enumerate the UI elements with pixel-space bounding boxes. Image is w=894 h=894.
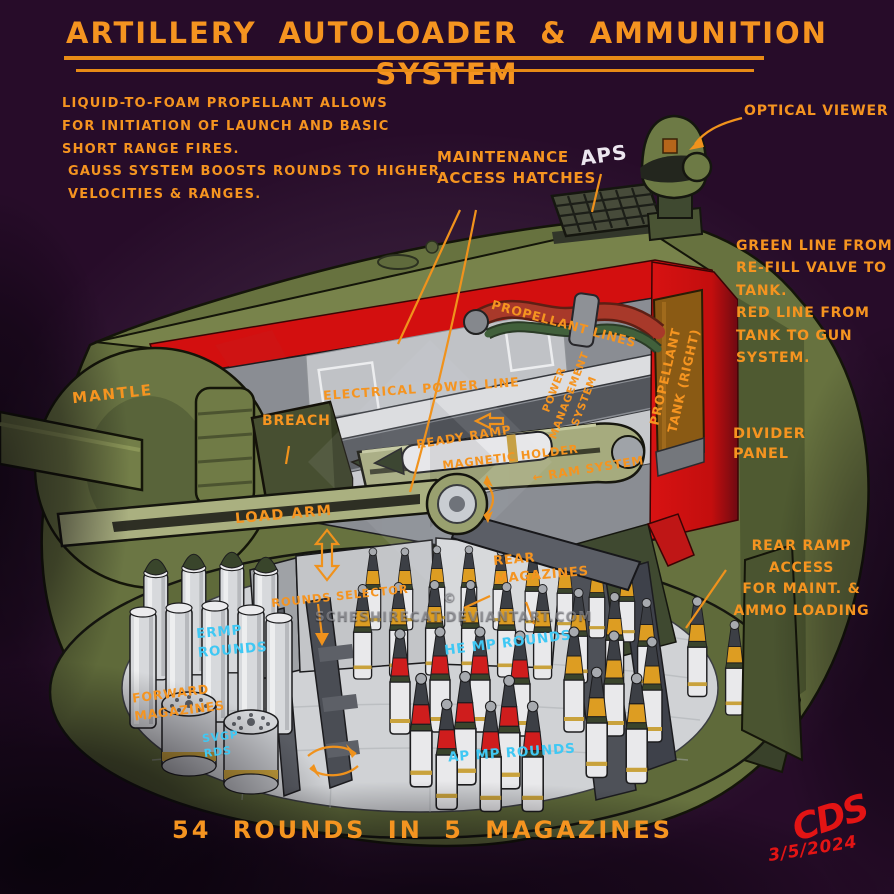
breach-pointer bbox=[284, 445, 291, 465]
roof-bolt bbox=[425, 240, 439, 254]
annotation-arrows bbox=[284, 116, 743, 778]
rear-ramp-pointer bbox=[685, 569, 727, 629]
roof-hatch bbox=[377, 254, 419, 270]
propellant-tank bbox=[652, 288, 706, 477]
selector-arrowhead bbox=[315, 633, 329, 646]
maintenance-arrow-2 bbox=[408, 209, 478, 493]
title-underline-2 bbox=[76, 69, 754, 72]
vignette bbox=[0, 190, 894, 894]
elbow-rotate-arrow bbox=[483, 481, 495, 517]
selector-arrow bbox=[316, 603, 324, 637]
load-arm bbox=[56, 472, 489, 548]
optical-viewer bbox=[640, 114, 713, 242]
aps-pointer-line bbox=[590, 173, 603, 213]
aps-launcher bbox=[550, 182, 664, 244]
ermp-round bbox=[237, 604, 265, 727]
ready-round bbox=[372, 430, 553, 476]
title-underline-1 bbox=[64, 56, 764, 60]
maintenance-arrow-1 bbox=[397, 209, 461, 345]
optical-viewer-arrowhead bbox=[689, 137, 704, 150]
ram-direction-arrow bbox=[473, 412, 505, 430]
propellant-lines-hoses bbox=[463, 292, 665, 354]
rear-magazines-pointer-1 bbox=[463, 595, 491, 609]
load-arm-double-arrow bbox=[313, 528, 341, 582]
mantle-ribbed-column bbox=[194, 386, 256, 508]
rear-magazines-pointer-2 bbox=[524, 601, 536, 625]
